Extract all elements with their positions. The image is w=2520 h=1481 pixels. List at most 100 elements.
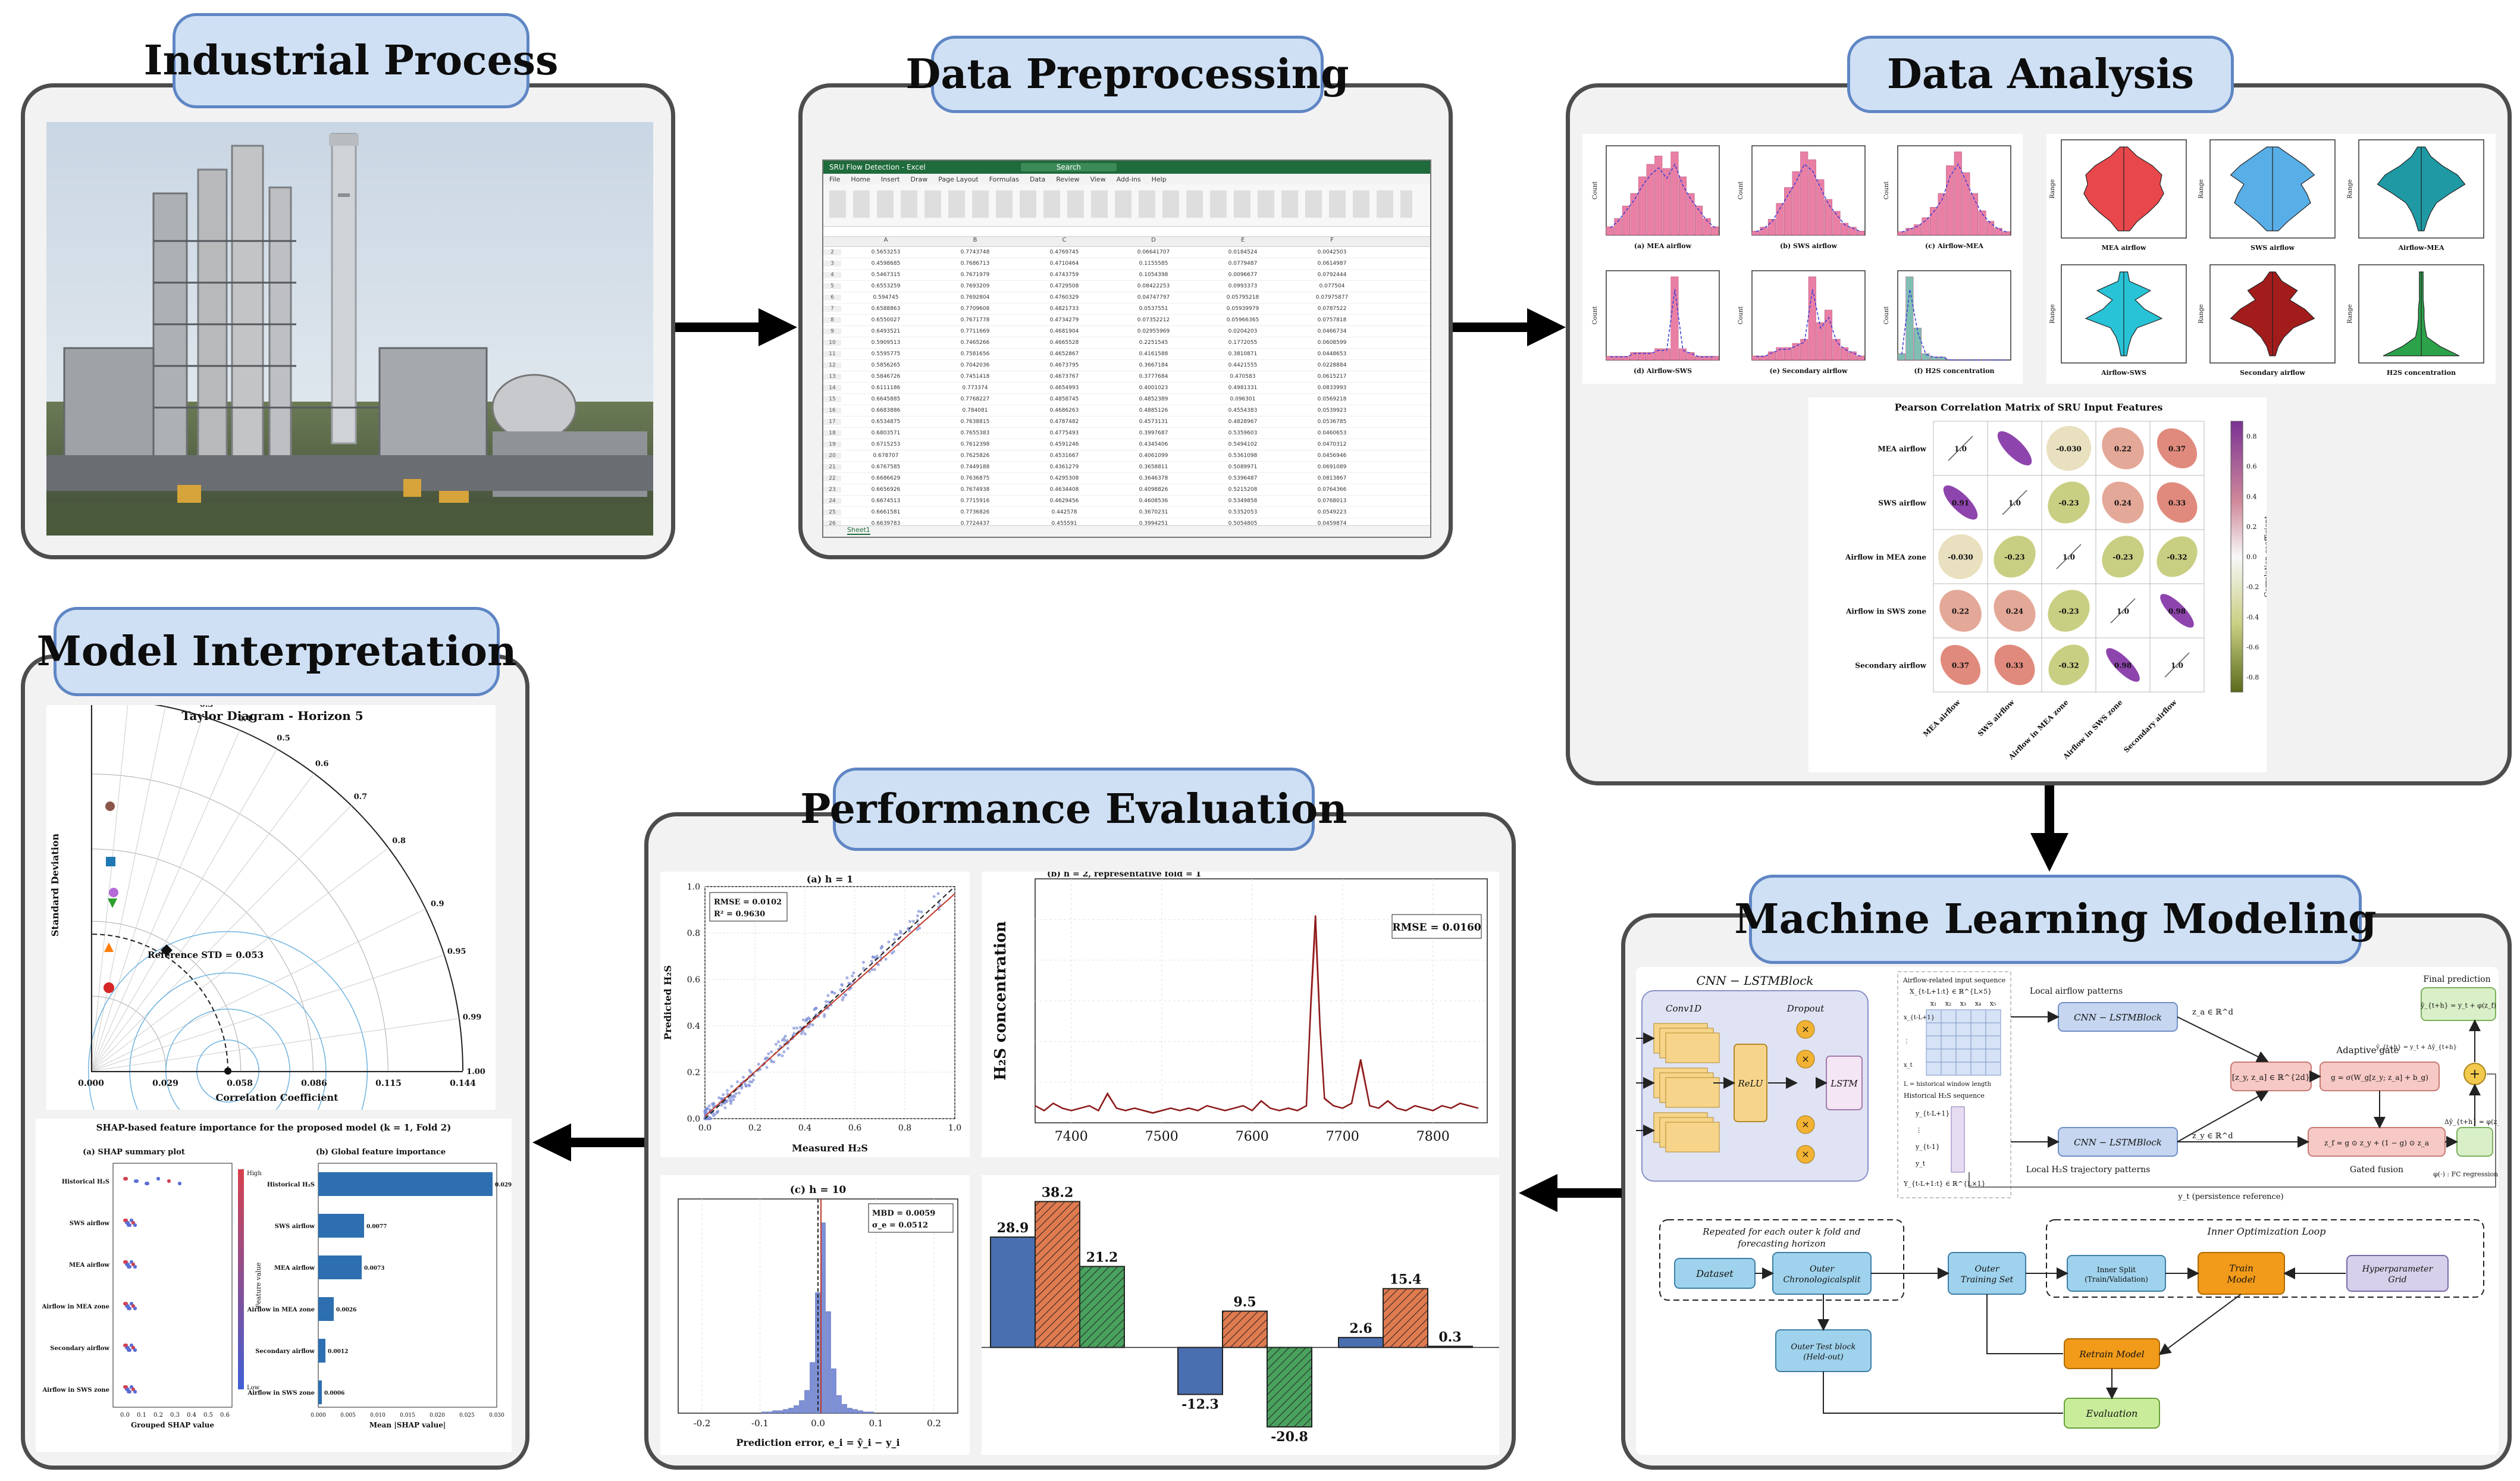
table-cell[interactable]: 0.0569218	[1317, 396, 1347, 402]
table-cell[interactable]: 0.3994251	[1139, 521, 1168, 527]
table-cell[interactable]: 0.0757818	[1317, 317, 1347, 323]
menu-formulas[interactable]: Formulas	[989, 175, 1019, 183]
table-cell[interactable]: 0.5846726	[871, 374, 901, 380]
table-cell[interactable]: 0.6645885	[871, 396, 901, 402]
table-cell[interactable]: 0.4665528	[1049, 340, 1079, 346]
table-cell[interactable]: 0.773374	[962, 385, 988, 391]
table-cell[interactable]: 0.4654993	[1049, 385, 1079, 391]
table-cell[interactable]: 0.05795218	[1226, 295, 1259, 300]
table-cell[interactable]: 0.05966365	[1226, 317, 1259, 323]
table-cell[interactable]: 0.4828967	[1228, 419, 1258, 425]
menu-draw[interactable]: Draw	[910, 175, 928, 183]
table-cell[interactable]: 0.7674938	[960, 487, 990, 493]
table-cell[interactable]: 0.7711669	[960, 328, 990, 334]
table-cell[interactable]: 0.6656926	[871, 487, 901, 493]
table-cell[interactable]: 0.5089971	[1228, 464, 1258, 470]
table-cell[interactable]: 0.4885126	[1139, 408, 1168, 414]
col-b[interactable]: B	[973, 237, 977, 243]
table-cell[interactable]: 0.5054805	[1228, 521, 1258, 527]
table-cell[interactable]: 0.4686263	[1049, 408, 1079, 414]
table-cell[interactable]: 0.0184524	[1228, 249, 1258, 255]
table-cell[interactable]: 0.0549223	[1317, 509, 1347, 515]
table-cell[interactable]: 0.0614987	[1317, 261, 1347, 267]
table-cell[interactable]: 0.442578	[1051, 509, 1077, 515]
table-cell[interactable]: 0.4769745	[1049, 249, 1079, 255]
table-cell[interactable]: 0.02955969	[1137, 328, 1170, 334]
table-cell[interactable]: 0.6553259	[871, 283, 901, 289]
table-cell[interactable]: 0.6683886	[871, 408, 901, 414]
table-cell[interactable]: 0.7768227	[960, 396, 990, 402]
menu-page-layout[interactable]: Page Layout	[938, 175, 979, 183]
table-cell[interactable]: 0.0768013	[1317, 498, 1347, 504]
table-cell[interactable]: 0.6111186	[871, 385, 901, 391]
table-cell[interactable]: 0.0204203	[1228, 328, 1258, 334]
table-cell[interactable]: 0.0787522	[1317, 306, 1347, 312]
table-cell[interactable]: 0.2251545	[1139, 340, 1168, 346]
table-cell[interactable]: 0.0608599	[1317, 340, 1347, 346]
table-cell[interactable]: 0.0536785	[1317, 419, 1347, 425]
table-cell[interactable]: 0.0779487	[1228, 261, 1258, 267]
table-cell[interactable]: 0.0228884	[1317, 362, 1347, 368]
table-cell[interactable]: 0.7451418	[960, 374, 990, 380]
table-cell[interactable]: 0.7686713	[960, 261, 990, 267]
table-cell[interactable]: 0.7612398	[960, 442, 990, 447]
table-cell[interactable]: 0.096301	[1230, 396, 1256, 402]
table-cell[interactable]: 0.0460653	[1317, 430, 1347, 436]
table-cell[interactable]: 0.4598685	[871, 261, 901, 267]
table-cell[interactable]: 0.5349858	[1228, 498, 1258, 504]
table-cell[interactable]: 0.07352212	[1137, 317, 1170, 323]
table-cell[interactable]: 0.4821733	[1049, 306, 1079, 312]
table-cell[interactable]: 0.6661581	[871, 509, 901, 515]
table-cell[interactable]: 0.5467315	[871, 272, 901, 278]
table-cell[interactable]: 0.4629456	[1049, 498, 1079, 504]
menu-home[interactable]: Home	[851, 175, 870, 183]
table-cell[interactable]: 0.5494102	[1228, 442, 1258, 447]
table-cell[interactable]: 0.594745	[873, 295, 899, 300]
table-cell[interactable]: 0.4787482	[1049, 419, 1079, 425]
table-cell[interactable]: 0.5352053	[1228, 509, 1258, 515]
table-cell[interactable]: 0.4775493	[1049, 430, 1079, 436]
table-cell[interactable]: 0.0096677	[1228, 272, 1258, 278]
table-cell[interactable]: 0.7465266	[960, 340, 990, 346]
table-cell[interactable]: 0.3667184	[1139, 362, 1168, 368]
col-e[interactable]: E	[1240, 237, 1245, 243]
table-cell[interactable]: 0.6588863	[871, 306, 901, 312]
table-cell[interactable]: 0.4760329	[1049, 295, 1079, 300]
table-cell[interactable]: 0.1155585	[1139, 261, 1168, 267]
table-cell[interactable]: 0.678707	[873, 453, 899, 459]
table-cell[interactable]: 0.08422253	[1137, 283, 1170, 289]
table-cell[interactable]: 0.4295308	[1049, 475, 1079, 481]
table-cell[interactable]: 0.4061099	[1139, 453, 1168, 459]
col-d[interactable]: D	[1151, 237, 1156, 243]
table-cell[interactable]: 0.1772055	[1228, 340, 1258, 346]
table-cell[interactable]: 0.0993373	[1228, 283, 1258, 289]
col-a[interactable]: A	[883, 237, 888, 243]
menu-view[interactable]: View	[1090, 175, 1106, 183]
menu-insert[interactable]: Insert	[880, 175, 900, 183]
table-cell[interactable]: 0.4608536	[1139, 498, 1168, 504]
excel-formula-bar[interactable]	[823, 227, 1430, 237]
menu-add-ins[interactable]: Add-ins	[1116, 175, 1141, 183]
table-cell[interactable]: 0.0470312	[1317, 442, 1347, 447]
table-cell[interactable]: 0.4531667	[1049, 453, 1079, 459]
table-cell[interactable]: 0.4001023	[1139, 385, 1168, 391]
sheet-tab[interactable]: Sheet1	[847, 526, 870, 535]
table-cell[interactable]: 0.4652867	[1049, 351, 1079, 357]
table-cell[interactable]: 0.0042503	[1317, 249, 1347, 255]
table-cell[interactable]: 0.7655383	[960, 430, 990, 436]
table-cell[interactable]: 0.6493521	[871, 328, 901, 334]
table-cell[interactable]: 0.455591	[1051, 521, 1077, 527]
table-cell[interactable]: 0.0615217	[1317, 374, 1347, 380]
menu-review[interactable]: Review	[1056, 175, 1080, 183]
table-cell[interactable]: 0.5361098	[1228, 453, 1258, 459]
